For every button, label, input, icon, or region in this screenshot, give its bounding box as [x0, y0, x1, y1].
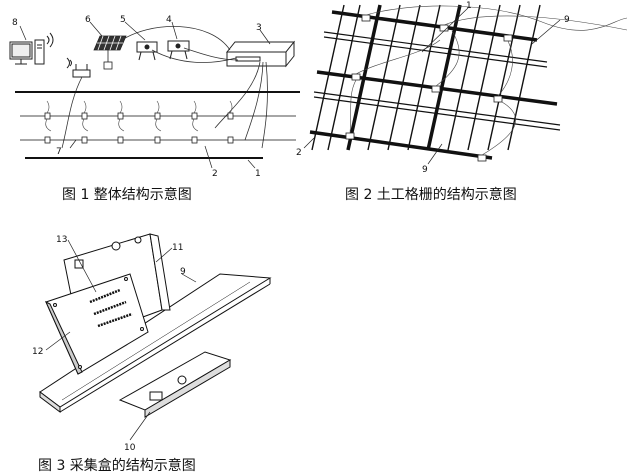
label-9: 9	[180, 267, 186, 277]
label-10: 10	[124, 443, 136, 453]
collector-box-icon	[225, 40, 296, 68]
sensor-nodes	[44, 112, 234, 144]
label-8: 8	[12, 18, 18, 28]
figure-3-caption: 图 3 采集盒的结构示意图	[38, 458, 196, 474]
grid-wires	[349, 5, 627, 156]
label-11: 11	[172, 243, 183, 253]
circuit-board-panel	[44, 273, 149, 375]
sensor-box-icon	[167, 40, 190, 60]
label-2: 2	[212, 169, 218, 179]
label-9: 9	[564, 15, 570, 25]
geogrid-strip	[39, 273, 272, 413]
figure-1-overall-structure: 8 6 5 4 3 7 2 1	[9, 15, 300, 179]
figure-2-geogrid: 1 9 2 9	[296, 1, 627, 175]
solar-panel-icon	[93, 35, 127, 70]
label-1: 1	[466, 1, 472, 11]
label-9: 9	[422, 165, 428, 175]
label-2: 2	[296, 148, 302, 158]
figure-2-caption: 图 2 土工格栅的结构示意图	[345, 187, 517, 203]
label-6: 6	[85, 15, 91, 25]
figure-3-collector-box: 13 11 9 12 10	[32, 233, 272, 453]
label-5: 5	[120, 15, 126, 25]
computer-icon	[9, 32, 54, 65]
label-12: 12	[32, 347, 43, 357]
figure-1-caption: 图 1 整体结构示意图	[62, 187, 192, 203]
sensor-box-icon	[136, 41, 158, 61]
label-1: 1	[255, 169, 261, 179]
label-4: 4	[166, 15, 172, 25]
router-icon	[66, 57, 91, 78]
label-13: 13	[56, 235, 67, 245]
label-3: 3	[256, 23, 262, 33]
base-clamp	[118, 351, 232, 418]
connection-wires	[61, 26, 268, 149]
label-7: 7	[56, 147, 62, 157]
